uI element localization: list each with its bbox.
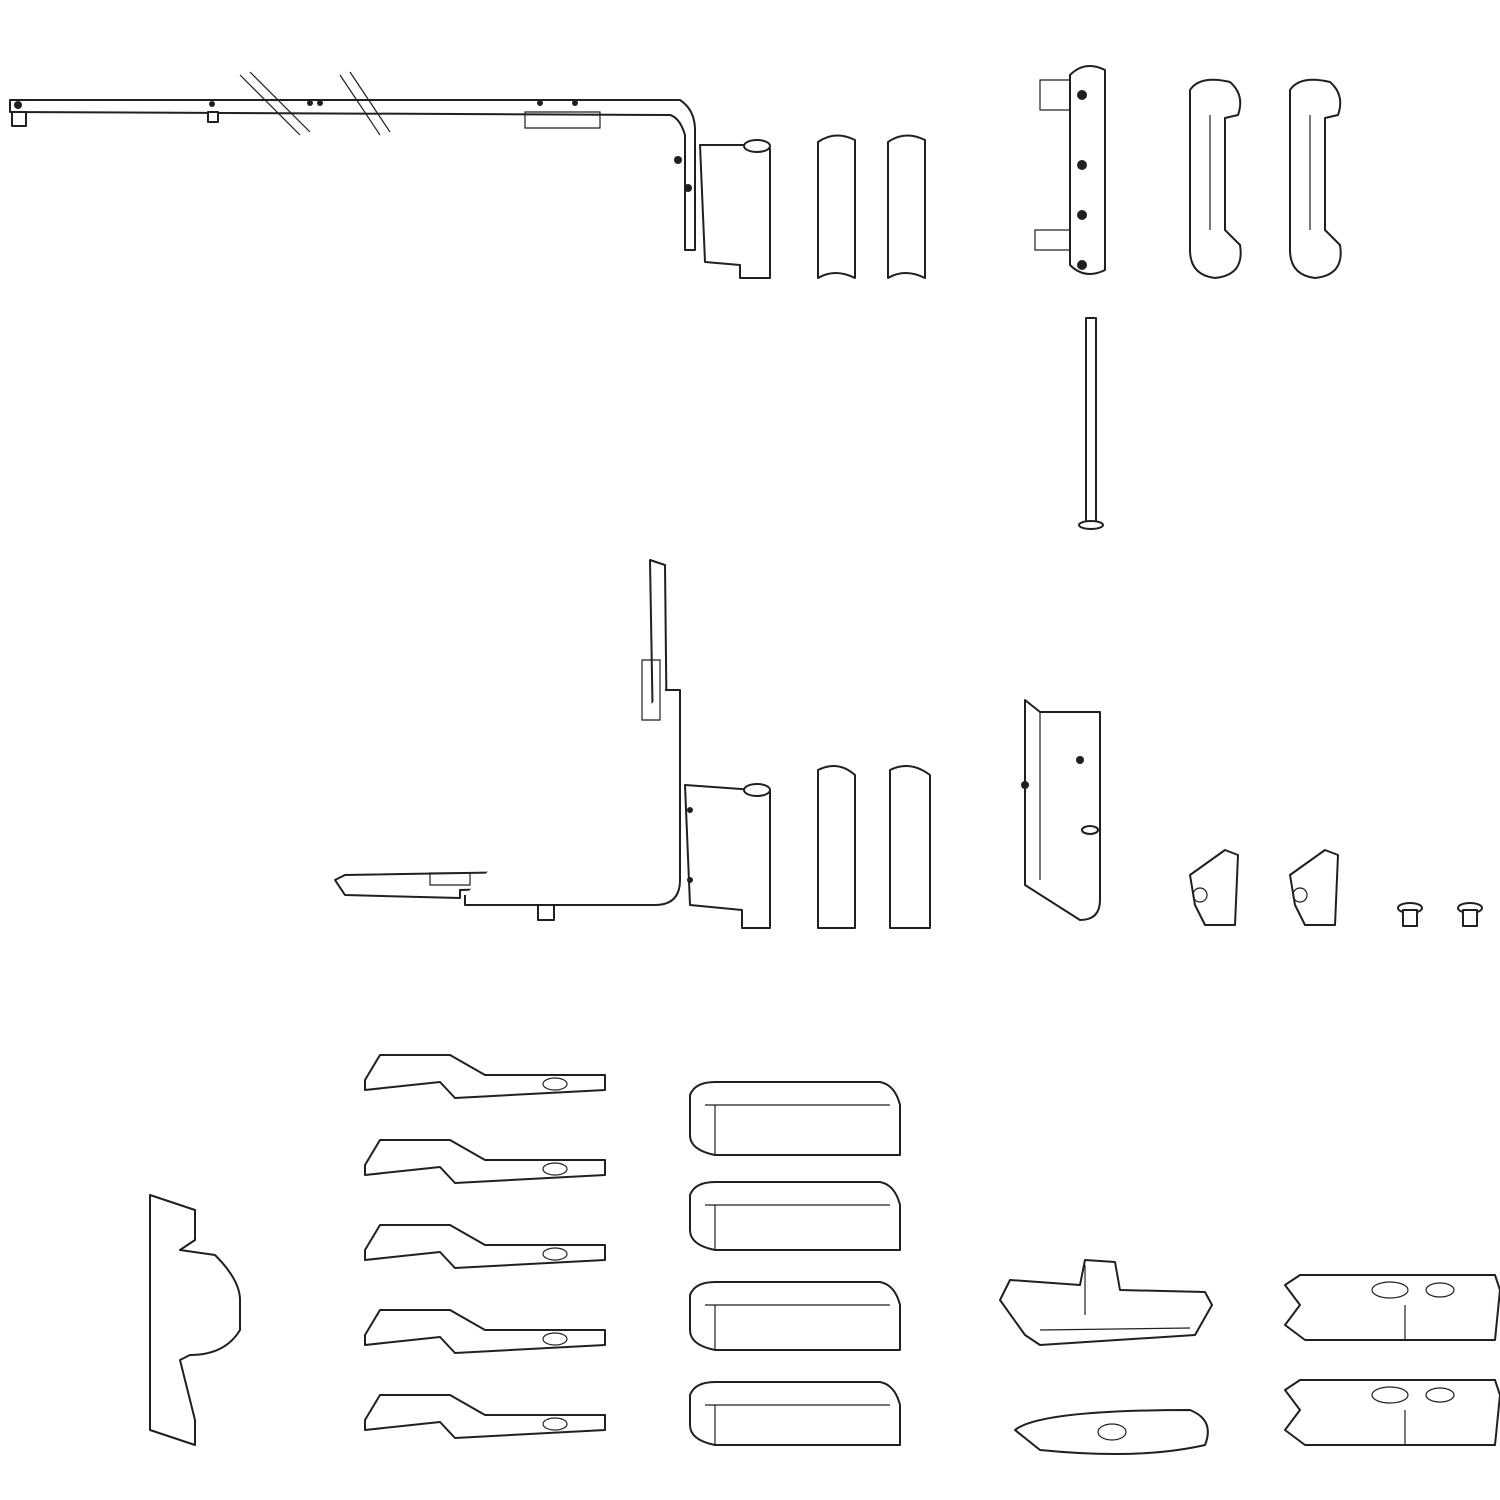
spacer-blocks [689, 1081, 901, 1446]
clamp-1 [1284, 1274, 1500, 1341]
stay-arm-top [9, 71, 696, 251]
cover-cap-1 [817, 134, 856, 279]
clip-1 [1189, 849, 1239, 926]
cover-cap-2 [887, 134, 926, 279]
hinge-pin [1078, 317, 1104, 530]
strike-plate [149, 1194, 241, 1446]
shim-plates [364, 1054, 606, 1439]
hinge-bracket-top [1034, 65, 1106, 275]
hinge-cover-1 [1189, 78, 1242, 279]
lock-keeper [999, 1259, 1213, 1346]
washer-plate [1014, 1409, 1209, 1455]
hinge-sleeve-top [674, 139, 771, 279]
hinge-bracket-middle [1021, 699, 1101, 921]
rivet-2 [1457, 902, 1483, 927]
corner-stay-arm [334, 559, 681, 921]
clamp-2 [1284, 1379, 1500, 1446]
cover-cap-4 [889, 765, 931, 929]
hinge-sleeve-middle [684, 783, 771, 929]
cover-cap-3 [817, 765, 856, 929]
clip-2 [1289, 849, 1339, 926]
hinge-cover-2 [1289, 78, 1342, 279]
rivet-1 [1397, 902, 1423, 927]
